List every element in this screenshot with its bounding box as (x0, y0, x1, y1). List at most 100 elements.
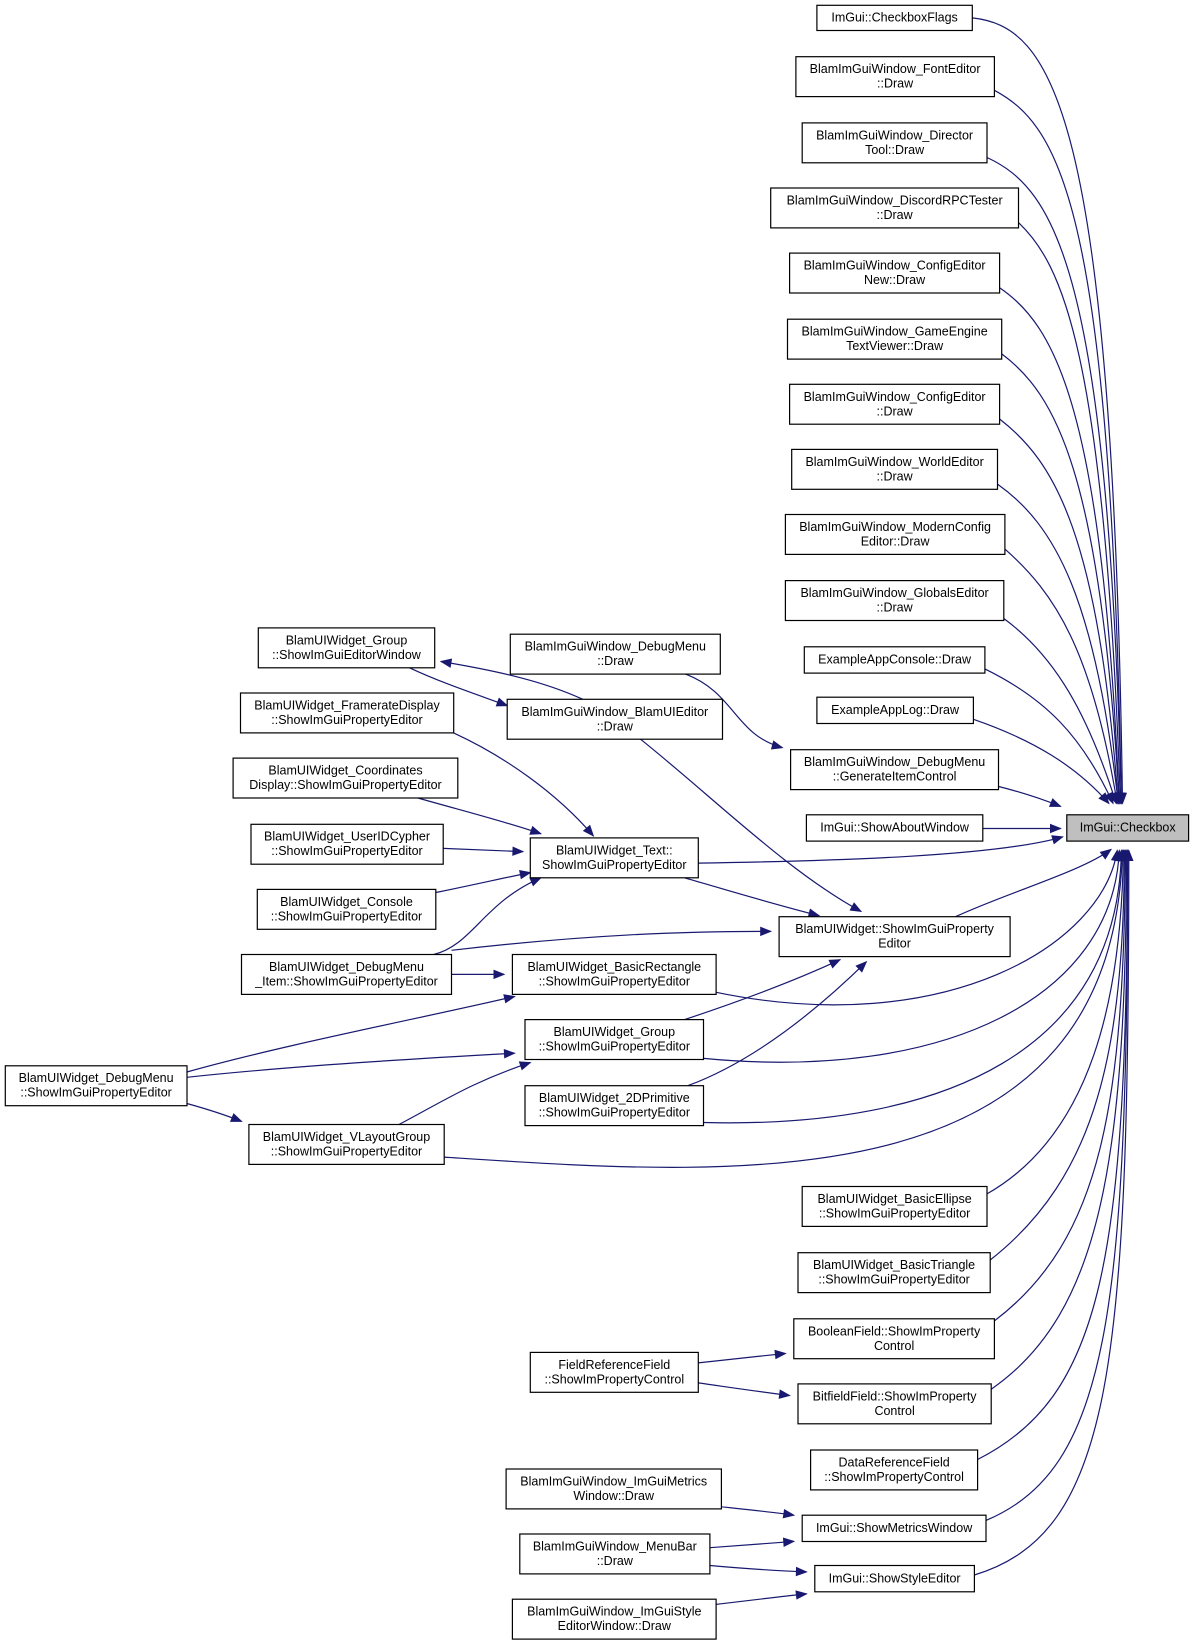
edge-prim2d-to-widget (687, 960, 868, 1087)
edge-line (698, 1382, 790, 1397)
node-box[interactable] (248, 1123, 445, 1166)
node-box[interactable] (801, 122, 988, 164)
node-box[interactable] (801, 1514, 987, 1543)
node-box[interactable] (524, 1085, 705, 1127)
node-box[interactable] (232, 757, 459, 799)
edge-line (972, 17, 1124, 804)
node-group_editorwin[interactable]: BlamUIWidget_Group::ShowImGuiEditorWindo… (257, 627, 436, 669)
node-checkbox[interactable]: ImGui::Checkbox (1066, 814, 1190, 842)
node-box[interactable] (511, 953, 717, 996)
node-box[interactable] (4, 1065, 188, 1107)
node-box[interactable] (519, 1533, 711, 1575)
node-applog[interactable]: ExampleAppLog::Draw (816, 696, 975, 725)
edge-line (977, 850, 1129, 1461)
edge-line (974, 850, 1130, 1576)
node-box[interactable] (257, 627, 436, 669)
node-discordrpc[interactable]: BlamImGuiWindow_DiscordRPCTester::Draw (770, 187, 1020, 229)
node-box[interactable] (250, 823, 444, 865)
node-box[interactable] (784, 513, 1006, 556)
node-console[interactable]: BlamUIWidget_Console::ShowImGuiPropertyE… (256, 888, 437, 930)
node-showmetrics[interactable]: ImGui::ShowMetricsWindow (801, 1514, 987, 1543)
node-box[interactable] (505, 1468, 723, 1510)
node-label-line: BlamUIWidget::ShowImGuiProperty (795, 922, 994, 936)
edge-line (986, 156, 1122, 804)
arrowhead-icon (495, 697, 509, 707)
node-box[interactable] (511, 1598, 717, 1640)
edge-line (1004, 548, 1118, 804)
node-widget[interactable]: BlamUIWidget::ShowImGuiPropertyEditor (778, 916, 1011, 958)
node-label-line: ExampleAppConsole::Draw (818, 653, 972, 667)
node-checkboxflags[interactable]: ImGui::CheckboxFlags (816, 4, 973, 32)
node-worldeditor[interactable]: BlamImGuiWindow_WorldEditor::Draw (791, 448, 999, 490)
node-appconsole[interactable]: ExampleAppConsole::Draw (803, 646, 986, 674)
node-box[interactable] (506, 698, 724, 740)
node-box[interactable] (529, 837, 699, 879)
edge-styleeditorwin-to-showstyle (716, 1590, 808, 1605)
node-fieldref[interactable]: FieldReferenceField::ShowImPropertyContr… (529, 1351, 699, 1393)
node-showabout[interactable]: ImGui::ShowAboutWindow (805, 814, 984, 842)
edge-metricswin-to-showmetrics (721, 1506, 796, 1519)
node-boolfield[interactable]: BooleanField::ShowImPropertyControl (793, 1318, 995, 1360)
node-framerate[interactable]: BlamUIWidget_FramerateDisplay::ShowImGui… (239, 692, 455, 734)
node-dataref[interactable]: DataReferenceField::ShowImPropertyContro… (809, 1449, 979, 1491)
node-debugmenu_item[interactable]: BlamUIWidget_DebugMenu_Item::ShowImGuiPr… (240, 953, 453, 996)
node-prim2d[interactable]: BlamUIWidget_2DPrimitive::ShowImGuiPrope… (524, 1085, 705, 1127)
node-box[interactable] (816, 696, 975, 725)
node-box[interactable] (529, 1351, 699, 1393)
node-box[interactable] (788, 252, 1001, 294)
node-box[interactable] (789, 749, 1000, 791)
node-box[interactable] (793, 1318, 995, 1360)
node-box[interactable] (770, 187, 1020, 229)
node-styleeditorwin[interactable]: BlamImGuiWindow_ImGuiStyleEditorWindow::… (511, 1598, 717, 1640)
node-showstyle[interactable]: ImGui::ShowStyleEditor (814, 1564, 975, 1593)
node-box[interactable] (803, 646, 986, 674)
node-group_prop[interactable]: BlamUIWidget_Group::ShowImGuiPropertyEdi… (524, 1018, 705, 1061)
node-vlayout[interactable]: BlamUIWidget_VLayoutGroup::ShowImGuiProp… (248, 1123, 445, 1166)
node-globalseditor[interactable]: BlamImGuiWindow_GlobalsEditor::Draw (784, 579, 1005, 622)
node-box[interactable] (786, 318, 1003, 360)
node-box[interactable] (524, 1018, 705, 1061)
node-box[interactable] (816, 4, 973, 32)
node-menubar[interactable]: BlamImGuiWindow_MenuBar::Draw (519, 1533, 711, 1575)
node-box[interactable] (239, 692, 455, 734)
node-label-line: BlamImGuiWindow_DebugMenu (804, 755, 985, 769)
node-debugmenu_gen[interactable]: BlamImGuiWindow_DebugMenu::GenerateItemC… (789, 749, 1000, 791)
node-box[interactable] (801, 1185, 988, 1228)
node-gameengine[interactable]: BlamImGuiWindow_GameEngineTextViewer::Dr… (786, 318, 1003, 360)
edge-line (990, 850, 1128, 1390)
node-box[interactable] (256, 888, 437, 930)
node-box[interactable] (784, 579, 1005, 622)
node-box[interactable] (791, 448, 999, 490)
node-box[interactable] (795, 56, 996, 98)
node-label-line: ::Draw (877, 469, 914, 483)
node-box[interactable] (814, 1564, 975, 1593)
node-ellipse[interactable]: BlamUIWidget_BasicEllipse::ShowImGuiProp… (801, 1185, 988, 1228)
node-triangle[interactable]: BlamUIWidget_BasicTriangle::ShowImGuiPro… (797, 1252, 991, 1294)
node-box[interactable] (797, 1252, 991, 1294)
node-box[interactable] (778, 916, 1011, 958)
node-box[interactable] (240, 953, 453, 996)
node-configeditor[interactable]: BlamImGuiWindow_ConfigEditor::Draw (788, 383, 1001, 425)
node-box[interactable] (805, 814, 984, 842)
node-box[interactable] (809, 1449, 979, 1491)
node-debugmenu_draw[interactable]: BlamImGuiWindow_DebugMenu::Draw (509, 633, 721, 675)
node-bitfield[interactable]: BitfieldField::ShowImPropertyControl (797, 1383, 992, 1425)
node-text[interactable]: BlamUIWidget_Text::ShowImGuiPropertyEdit… (529, 837, 699, 879)
node-debugmenu_prop[interactable]: BlamUIWidget_DebugMenu::ShowImGuiPropert… (4, 1065, 188, 1107)
node-uieditor[interactable]: BlamImGuiWindow_BlamUIEditor::Draw (506, 698, 724, 740)
node-box[interactable] (788, 383, 1001, 425)
node-box[interactable] (1066, 814, 1190, 842)
node-box[interactable] (509, 633, 721, 675)
edge-text-to-checkbox (698, 835, 1064, 864)
node-useridcypher[interactable]: BlamUIWidget_UserIDCypher::ShowImGuiProp… (250, 823, 444, 865)
node-basicrect[interactable]: BlamUIWidget_BasicRectangle::ShowImGuiPr… (511, 953, 717, 996)
node-coords[interactable]: BlamUIWidget_CoordinatesDisplay::ShowImG… (232, 757, 459, 799)
node-label-line: BlamImGuiWindow_ConfigEditor (804, 390, 986, 404)
node-fonteditor[interactable]: BlamImGuiWindow_FontEditor::Draw (795, 56, 996, 98)
node-label-line: BlamUIWidget_Coordinates (268, 764, 422, 778)
node-box[interactable] (797, 1383, 992, 1425)
